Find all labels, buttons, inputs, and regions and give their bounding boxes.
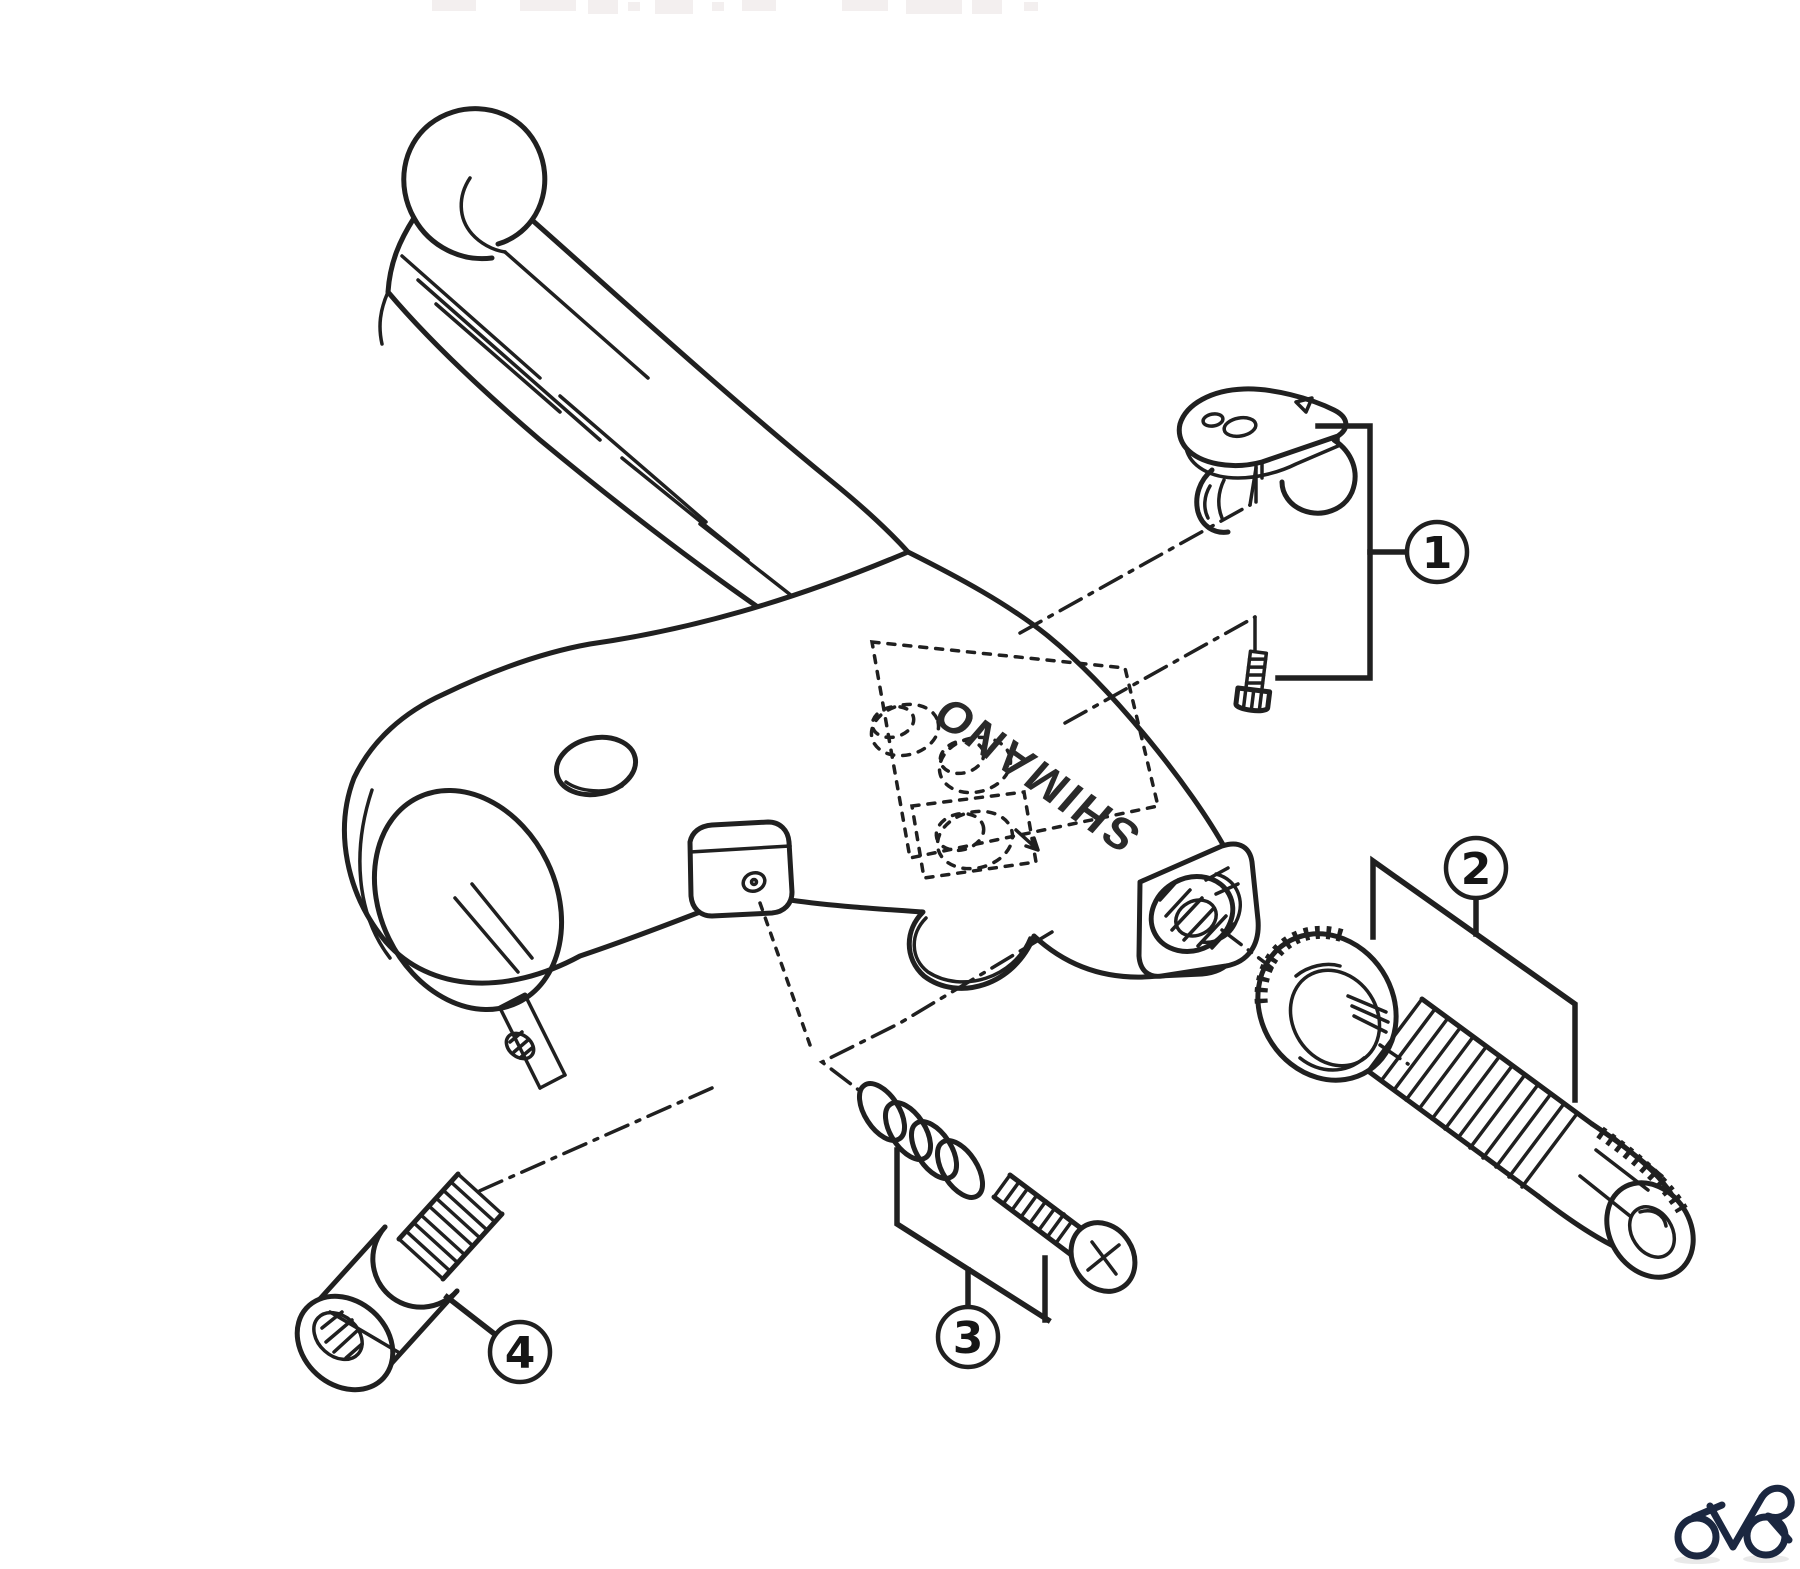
callout-4-number: 4 bbox=[505, 1328, 536, 1379]
bicycle-logo-icon bbox=[1674, 1484, 1795, 1564]
clamp-fixing-bolt bbox=[294, 1171, 505, 1393]
adjuster-threaded-boss bbox=[1136, 841, 1261, 979]
barrel-threads bbox=[1366, 997, 1578, 1189]
handlebar-clamp bbox=[358, 788, 567, 1090]
hidden-detail-dashed bbox=[869, 640, 1161, 880]
callout-1: 1 bbox=[1275, 423, 1470, 681]
release-lever bbox=[1176, 386, 1358, 535]
adjusting-screw-threads bbox=[992, 1173, 1074, 1245]
leader-lines-part1 bbox=[1018, 466, 1258, 725]
leader-lines-part4 bbox=[443, 1086, 714, 1336]
clamp-slot-and-nut bbox=[497, 992, 567, 1090]
adjusting-screw bbox=[991, 1172, 1138, 1294]
callout-3: 3 bbox=[894, 1147, 1052, 1370]
callout-3-number: 3 bbox=[953, 1313, 984, 1364]
cable-anchor-block bbox=[687, 819, 795, 919]
callout-2-number: 2 bbox=[1461, 844, 1492, 895]
axis-line-part2 bbox=[1220, 928, 1410, 1066]
callout-1-number: 1 bbox=[1422, 528, 1453, 579]
body-oval-hole bbox=[553, 734, 639, 798]
callout-4-circle bbox=[487, 1319, 553, 1385]
callout-2-circle bbox=[1443, 835, 1509, 901]
thread-hatching bbox=[1158, 878, 1236, 950]
callout-3-circle bbox=[935, 1304, 1001, 1370]
cable-hook bbox=[912, 916, 1032, 984]
release-lever-fixing-screw bbox=[1233, 649, 1273, 714]
callout-4: 4 bbox=[487, 1319, 553, 1385]
barrel-adjuster bbox=[1365, 996, 1696, 1280]
callout-2: 2 bbox=[1370, 835, 1578, 1103]
callout-1-circle bbox=[1404, 519, 1470, 585]
clamp-opening bbox=[371, 788, 565, 1012]
bolt-threads bbox=[397, 1172, 504, 1281]
lever-body: SHIMANO bbox=[342, 549, 1261, 991]
brake-lever-blade bbox=[378, 106, 911, 613]
leader-lines-part3 bbox=[758, 901, 1054, 1096]
cropped-header-fragments bbox=[432, 0, 1038, 14]
adjuster-spring bbox=[856, 1081, 986, 1200]
